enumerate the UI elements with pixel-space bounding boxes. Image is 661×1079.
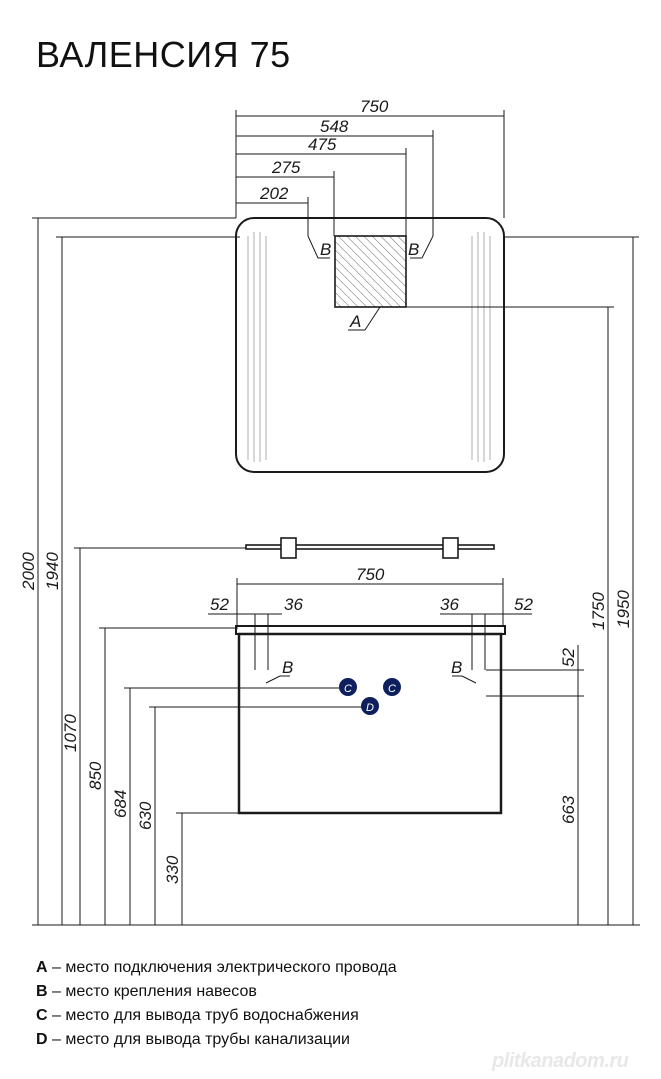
height-850: 850 xyxy=(86,761,105,790)
marker-b: B xyxy=(408,240,419,259)
legend-key: A xyxy=(36,959,48,976)
electrical-connection-area xyxy=(334,235,407,308)
vanity-cabinet-body xyxy=(237,632,503,815)
dim-475: 475 xyxy=(308,135,337,154)
dim-750-mirror: 750 xyxy=(360,97,389,116)
height-52: 52 xyxy=(559,648,578,667)
legend-item-c: C – место для вывода труб водоснабжения xyxy=(36,1004,397,1028)
mirror-light-stripes-left xyxy=(247,232,267,462)
dim-52-left: 52 xyxy=(210,595,229,614)
legend-text: – место крепления навесов xyxy=(47,983,257,1000)
shelf-bracket-right xyxy=(442,537,459,559)
height-1070: 1070 xyxy=(61,714,80,752)
mirror-light-stripes-right xyxy=(471,232,491,462)
marker-b: B xyxy=(282,658,293,677)
marker-b: B xyxy=(320,240,331,259)
legend-text: – место для вывода труб водоснабжения xyxy=(47,1007,359,1024)
shelf-bracket-left xyxy=(280,537,297,559)
marker-b: B xyxy=(451,658,462,677)
watermark: plitkanadom.ru xyxy=(492,1050,629,1072)
height-1750: 1750 xyxy=(589,592,608,630)
dim-36-left: 36 xyxy=(284,595,303,614)
water-outlet-marker: C xyxy=(339,678,357,696)
height-663: 663 xyxy=(559,795,578,824)
legend-key: D xyxy=(36,1031,48,1048)
height-684: 684 xyxy=(111,790,130,818)
water-outlet-marker: C xyxy=(383,678,401,696)
mirror xyxy=(235,217,505,473)
dim-548: 548 xyxy=(320,117,349,136)
dim-52-right: 52 xyxy=(514,595,533,614)
dim-36-right: 36 xyxy=(440,595,459,614)
legend-key: B xyxy=(36,983,48,1000)
dim-750-cabinet: 750 xyxy=(356,565,385,584)
height-330: 330 xyxy=(163,855,182,884)
height-630: 630 xyxy=(136,801,155,830)
svg-text:C: C xyxy=(344,683,352,695)
legend: A – место подключения электрического про… xyxy=(36,956,397,1052)
glass-shelf xyxy=(245,544,495,550)
legend-item-a: A – место подключения электрического про… xyxy=(36,956,397,980)
svg-text:D: D xyxy=(366,702,374,714)
marker-a: A xyxy=(349,312,361,331)
drain-outlet-marker: D xyxy=(361,697,379,715)
svg-text:C: C xyxy=(388,683,396,695)
legend-text: – место подключения электрического прово… xyxy=(47,959,397,976)
height-2000: 2000 xyxy=(19,552,38,591)
page-title: ВАЛЕНСИЯ 75 xyxy=(36,34,291,75)
legend-item-b: B – место крепления навесов xyxy=(36,980,397,1004)
height-1940: 1940 xyxy=(43,552,62,590)
legend-item-d: D – место для вывода трубы канализации xyxy=(36,1028,397,1052)
dim-275: 275 xyxy=(271,158,301,177)
height-1950: 1950 xyxy=(614,590,633,628)
dim-202: 202 xyxy=(259,184,289,203)
legend-key: C xyxy=(36,1007,48,1024)
legend-text: – место для вывода трубы канализации xyxy=(47,1031,350,1048)
